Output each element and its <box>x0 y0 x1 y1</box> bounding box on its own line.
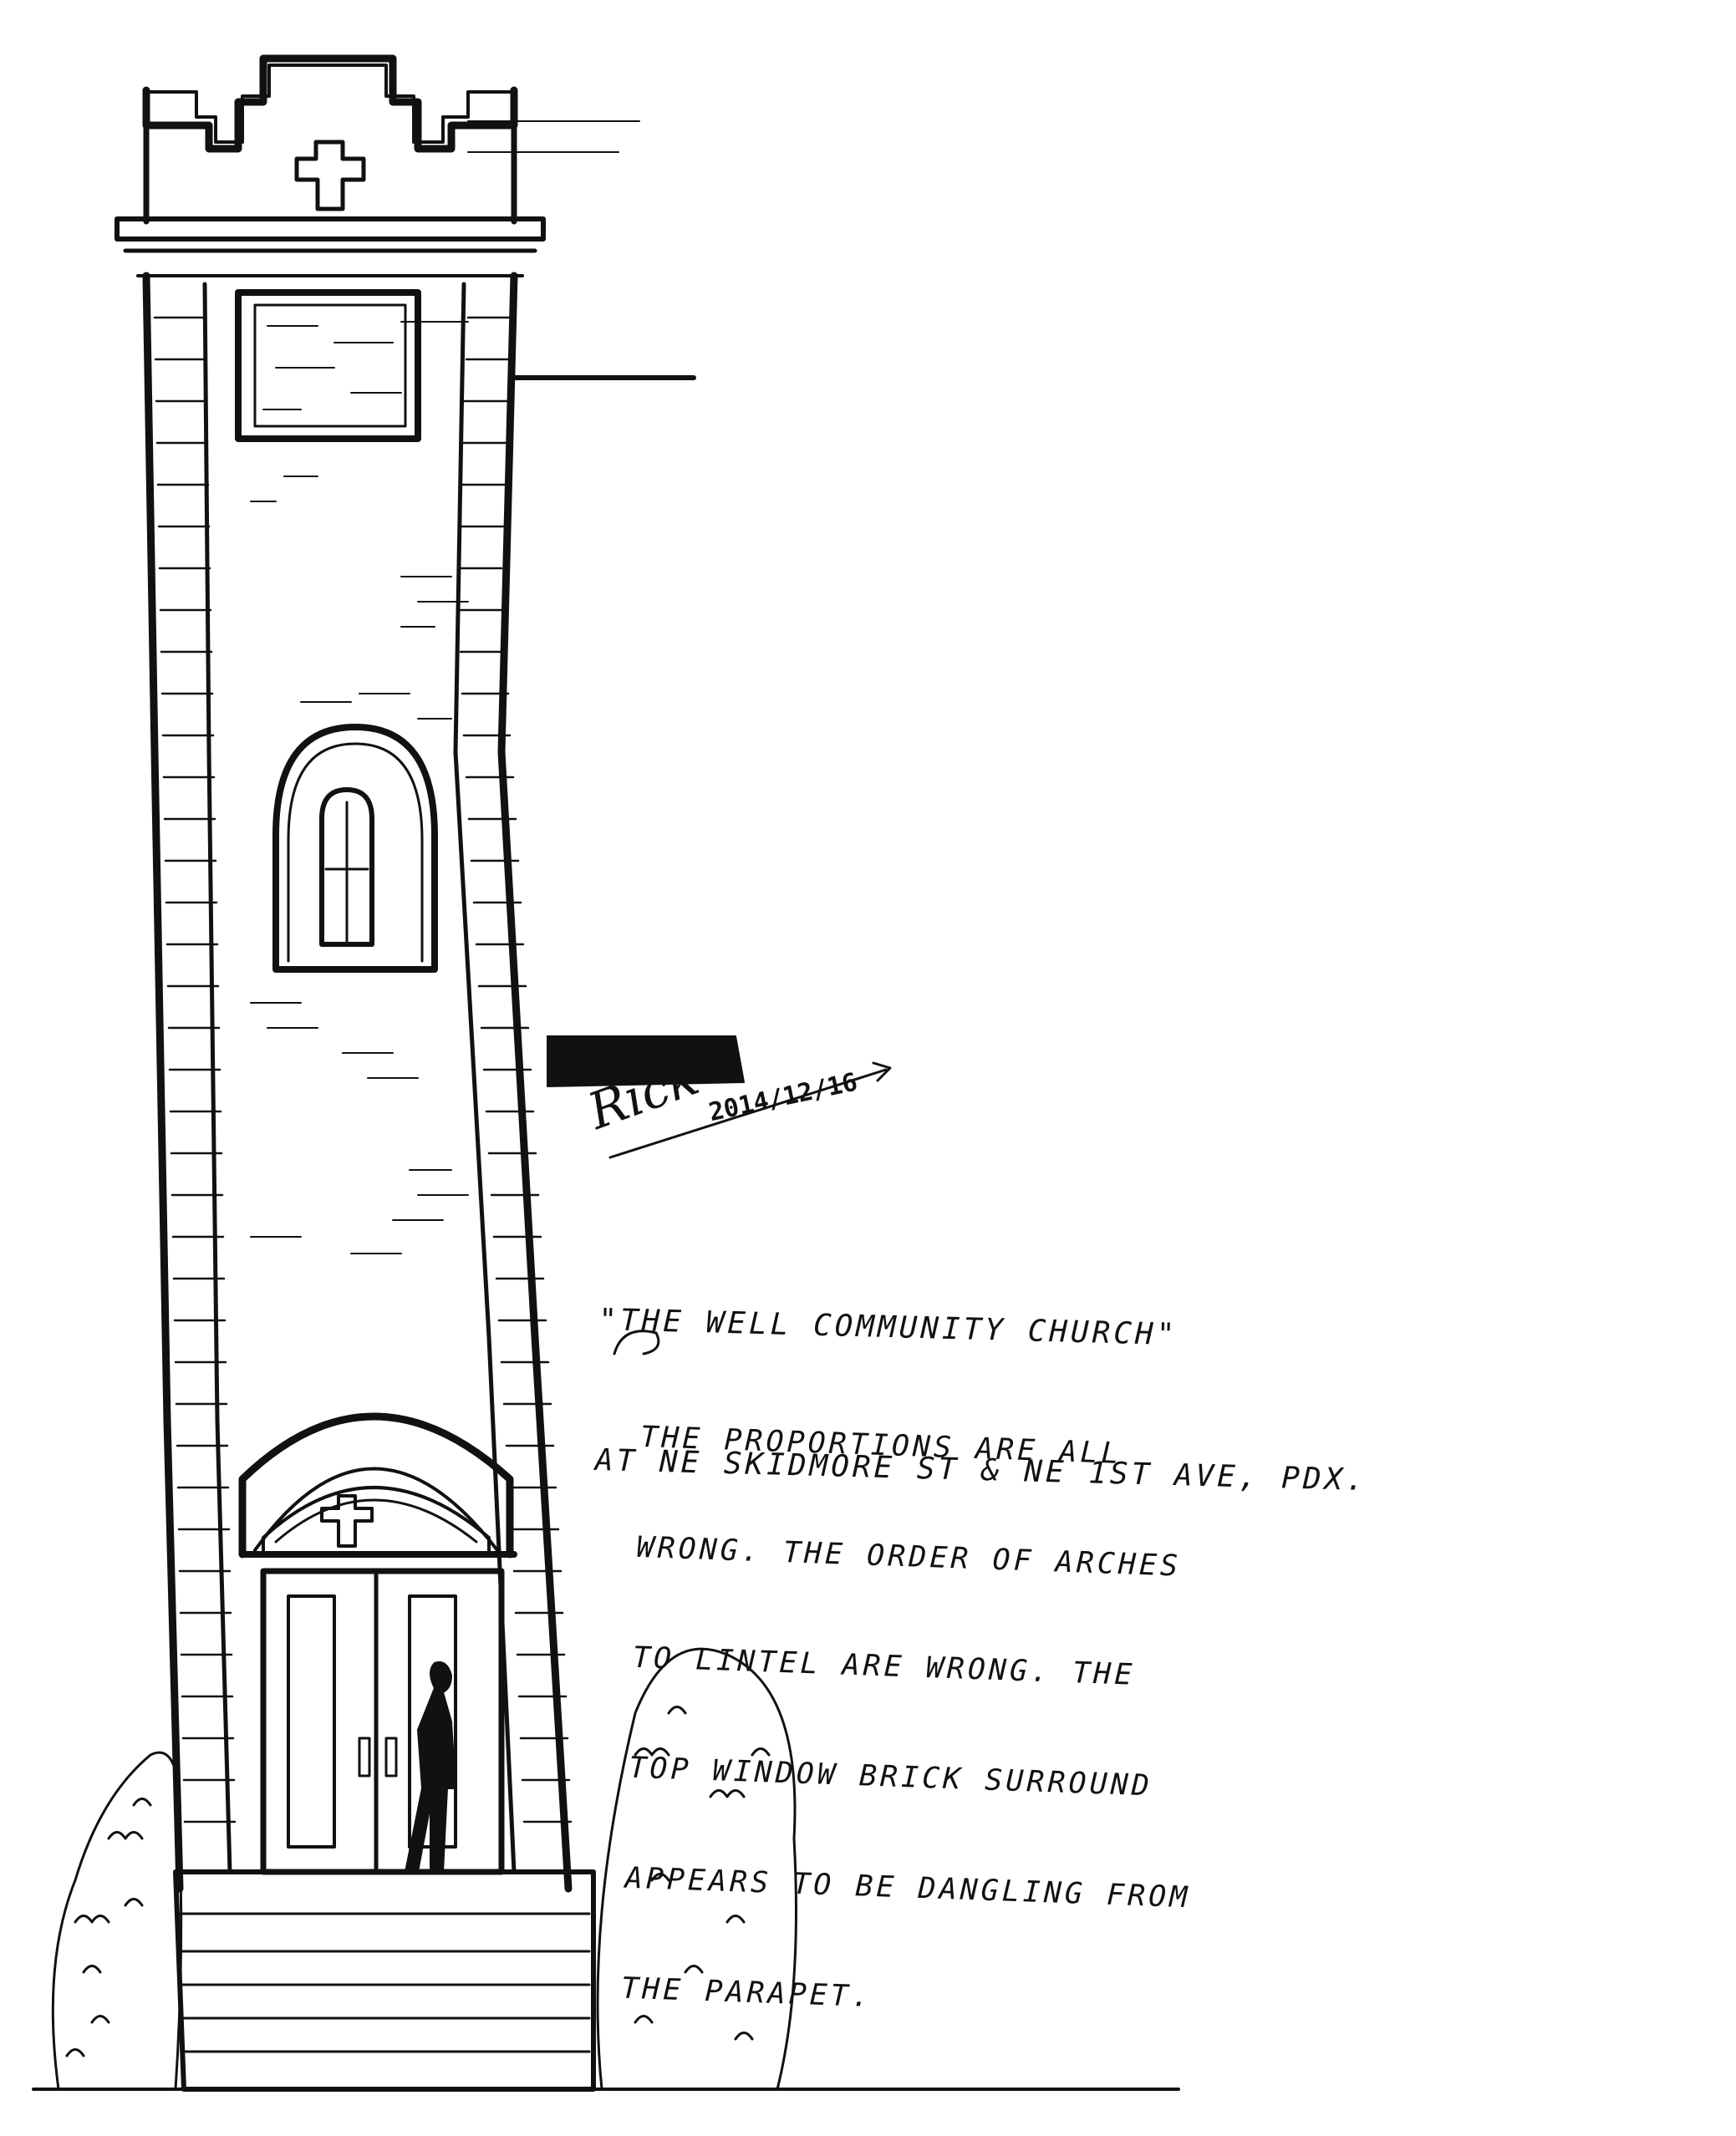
entrance-doors <box>260 1568 505 1875</box>
left-shrub <box>51 1751 183 2091</box>
critique-line: THE PARAPET. <box>620 1971 873 2015</box>
fanlight-cross <box>320 1494 374 1548</box>
parapet-outline <box>142 54 518 153</box>
arched-window-surround <box>272 724 438 973</box>
parapet-cross <box>294 140 366 211</box>
right-shrub <box>596 1647 797 2091</box>
critique-line: TO LINTEL ARE WRONG. THE <box>632 1640 1137 1692</box>
upper-window <box>235 289 421 442</box>
arched-window-glass <box>319 787 374 947</box>
critique-line: APPEARS TO BE DANGLING FROM <box>624 1861 1191 1915</box>
tower-left-wall <box>142 272 184 1893</box>
critique-note: THE PROPORTIONS ARE ALL WRONG. THE ORDER… <box>618 1345 1209 2100</box>
critique-line: THE PROPORTIONS ARE ALL <box>639 1420 1123 1472</box>
entrance-arch <box>238 1412 514 1559</box>
entrance-steps <box>173 1869 596 2092</box>
critique-line: TOP WINDOW BRICK SURROUND <box>628 1751 1153 1803</box>
person-silhouette <box>405 1661 456 1873</box>
critique-line: WRONG. THE ORDER OF ARCHES <box>635 1530 1182 1584</box>
